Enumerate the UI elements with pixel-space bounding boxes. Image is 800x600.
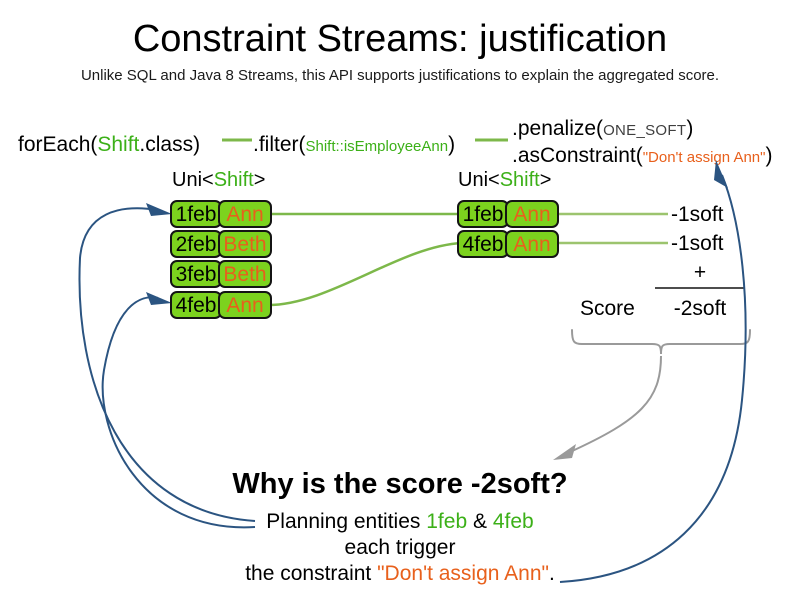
cell-date: 3feb xyxy=(170,260,222,288)
cell-date: 1feb xyxy=(457,200,509,228)
code-penalize: .penalize(ONE_SOFT) xyxy=(512,116,693,144)
table-row[interactable]: 1feb Ann xyxy=(170,200,272,228)
table-row[interactable]: 2feb Beth xyxy=(170,230,272,258)
explanation-entity-a: 1feb xyxy=(426,510,468,533)
code-penalize-tail: ) xyxy=(686,117,694,140)
cell-name: Ann xyxy=(505,200,559,228)
explanation-constraint-name: "Don't assign Ann" xyxy=(377,562,549,585)
justification-arrow-4feb-head xyxy=(146,292,172,305)
uni-label-right-type: Shift xyxy=(499,169,540,191)
code-filter-method-ref: Shift::isEmployeeAnn xyxy=(305,138,449,155)
table-row[interactable]: 4feb Ann xyxy=(170,291,272,319)
uni-label-right-suffix: > xyxy=(539,169,552,191)
uni-label-right-prefix: Uni< xyxy=(458,169,500,191)
code-as-constraint: .asConstraint("Don't assign Ann") xyxy=(512,143,772,171)
sum-operator: + xyxy=(693,261,707,284)
score-total-value: -2soft xyxy=(673,297,727,320)
code-filter-tail: ) xyxy=(448,133,456,156)
flow-line-4feb xyxy=(267,241,463,307)
explanation-line-3: the constraint "Don't assign Ann". xyxy=(150,561,650,587)
code-foreach-type: Shift xyxy=(97,133,140,156)
score-explain-arrow-path xyxy=(569,355,662,453)
score-explain-arrowhead xyxy=(553,444,576,460)
cell-name: Ann xyxy=(505,230,559,258)
code-foreach: forEach(Shift.class) xyxy=(18,132,200,158)
table-row[interactable]: 4feb Ann xyxy=(457,230,559,258)
code-foreach-call: forEach( xyxy=(18,133,98,156)
table-row[interactable]: 3feb Beth xyxy=(170,260,272,288)
code-filter-call: .filter( xyxy=(253,133,306,156)
explanation-line-3-prefix: the constraint xyxy=(245,562,378,585)
cell-date: 2feb xyxy=(170,230,222,258)
uni-label-right: Uni<Shift> xyxy=(458,168,551,192)
code-penalize-call: .penalize( xyxy=(512,117,604,140)
code-foreach-tail: .class) xyxy=(139,133,201,156)
score-label: Score xyxy=(580,297,635,320)
impact-value-2: -1soft xyxy=(671,232,724,255)
explanation-entity-b: 4feb xyxy=(492,510,534,533)
cell-date: 1feb xyxy=(170,200,222,228)
code-as-constraint-call: .asConstraint( xyxy=(512,144,643,167)
impact-value-1: -1soft xyxy=(671,203,724,226)
explanation-heading: Why is the score -2soft? xyxy=(232,468,568,500)
code-penalize-constant: ONE_SOFT xyxy=(603,122,687,139)
explanation-line-2: each trigger xyxy=(344,536,456,559)
code-filter: .filter(Shift::isEmployeeAnn) xyxy=(253,132,455,160)
code-as-constraint-tail: ) xyxy=(765,144,773,167)
explanation-line-1: Planning entities 1feb & 4feb xyxy=(150,509,650,535)
page-title: Constraint Streams: justification xyxy=(132,18,668,60)
score-brace xyxy=(571,329,751,355)
cell-name: Ann xyxy=(218,291,272,319)
uni-label-left-type: Shift xyxy=(213,169,254,191)
cell-name: Ann xyxy=(218,200,272,228)
cell-date: 4feb xyxy=(170,291,222,319)
uni-label-left-suffix: > xyxy=(253,169,266,191)
explanation-line-3-suffix: . xyxy=(548,562,555,585)
cell-name: Beth xyxy=(218,230,272,258)
justification-arrow-1feb-head xyxy=(146,203,172,216)
page-subtitle: Unlike SQL and Java 8 Streams, this API … xyxy=(80,67,720,84)
uni-label-left: Uni<Shift> xyxy=(172,168,265,192)
code-as-constraint-name: "Don't assign Ann" xyxy=(642,149,766,166)
cell-name: Beth xyxy=(218,260,272,288)
explanation-line-1-prefix: Planning entities xyxy=(266,510,427,533)
explanation-line-1-amp: & xyxy=(467,510,493,533)
table-row[interactable]: 1feb Ann xyxy=(457,200,559,228)
cell-date: 4feb xyxy=(457,230,509,258)
uni-label-left-prefix: Uni< xyxy=(172,169,214,191)
